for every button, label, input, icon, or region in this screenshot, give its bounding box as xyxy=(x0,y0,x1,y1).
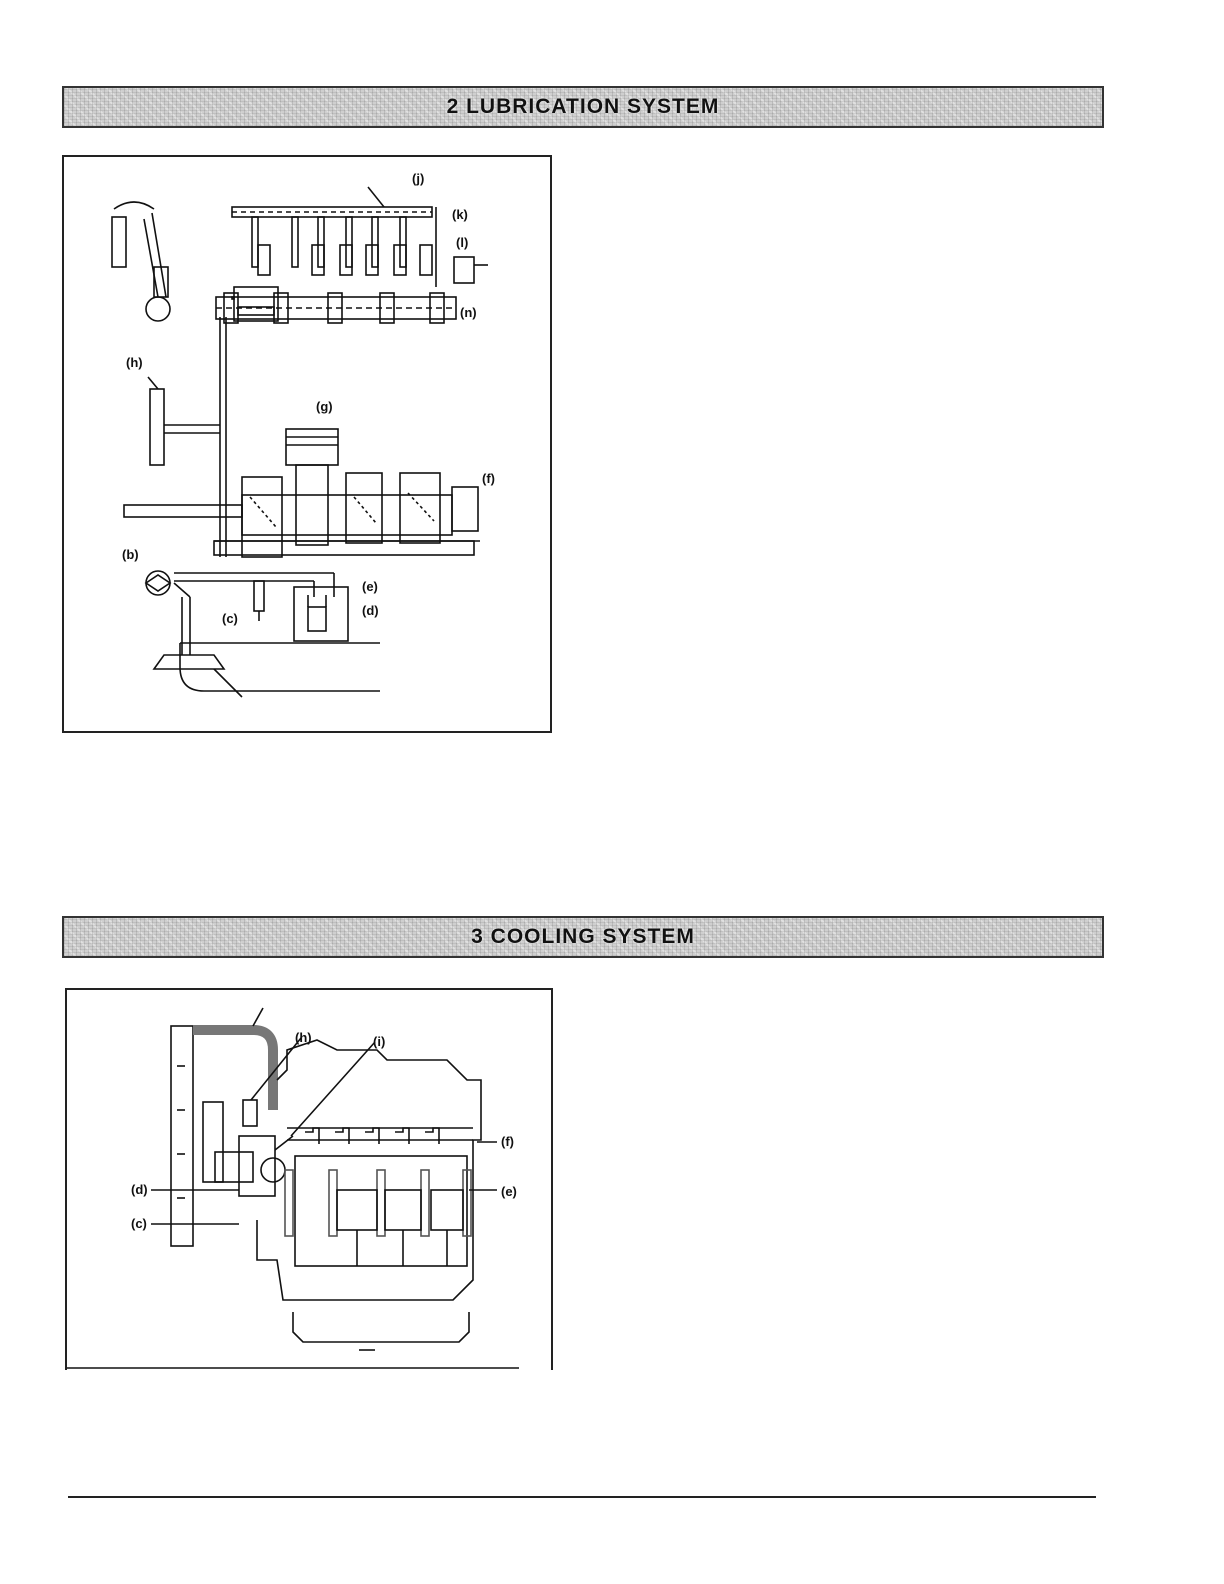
label-h: (h) xyxy=(295,1030,312,1045)
label-e: (e) xyxy=(501,1184,517,1199)
label-c: (c) xyxy=(131,1216,147,1231)
cooling-diagram-drawing: (h) (i) (f) (d) (e) (c) xyxy=(67,990,551,1370)
page-footer-rule xyxy=(68,1496,1096,1498)
label-e: (e) xyxy=(362,579,378,594)
cooling-section-title: 3 COOLING SYSTEM xyxy=(471,925,695,949)
lubrication-section-title: 2 LUBRICATION SYSTEM xyxy=(447,95,720,119)
label-h: (h) xyxy=(126,355,143,370)
cooling-system-diagram: (h) (i) (f) (d) (e) (c) xyxy=(65,988,553,1370)
label-c: (c) xyxy=(222,611,238,626)
label-d: (d) xyxy=(362,603,379,618)
label-b: (b) xyxy=(122,547,139,562)
label-n: (n) xyxy=(460,305,477,320)
lubrication-system-diagram: (j) (k) (l) (n) (h) (g) (f) (b) (e) (d) … xyxy=(62,155,552,733)
label-d: (d) xyxy=(131,1182,148,1197)
lubrication-diagram-drawing: (j) (k) (l) (n) (h) (g) (f) (b) (e) (d) … xyxy=(64,157,550,731)
cooling-section-header: 3 COOLING SYSTEM xyxy=(62,916,1104,958)
label-g: (g) xyxy=(316,399,333,414)
label-f: (f) xyxy=(501,1134,514,1149)
lubrication-section-header: 2 LUBRICATION SYSTEM xyxy=(62,86,1104,128)
radiator xyxy=(171,1026,193,1246)
label-l: (l) xyxy=(456,235,468,250)
label-k: (k) xyxy=(452,207,468,222)
label-f: (f) xyxy=(482,471,495,486)
label-j: (j) xyxy=(412,171,424,186)
label-i: (i) xyxy=(373,1034,385,1049)
